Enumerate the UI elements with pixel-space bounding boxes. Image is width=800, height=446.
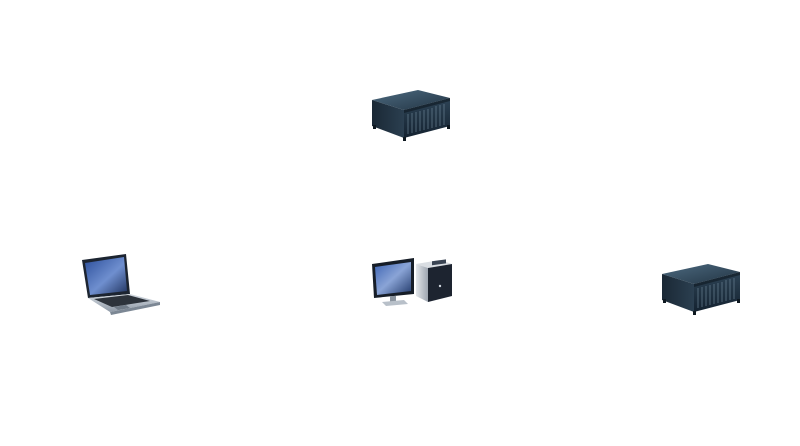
rack-server-icon — [372, 90, 450, 141]
desktop-computer-node[interactable] — [370, 256, 454, 310]
server-node-right[interactable] — [660, 262, 742, 316]
laptop-icon — [82, 254, 160, 315]
rack-server-icon — [662, 264, 740, 315]
server-node-top[interactable] — [370, 88, 452, 142]
laptop-node[interactable] — [80, 250, 162, 318]
desktop-computer-icon — [372, 258, 452, 306]
